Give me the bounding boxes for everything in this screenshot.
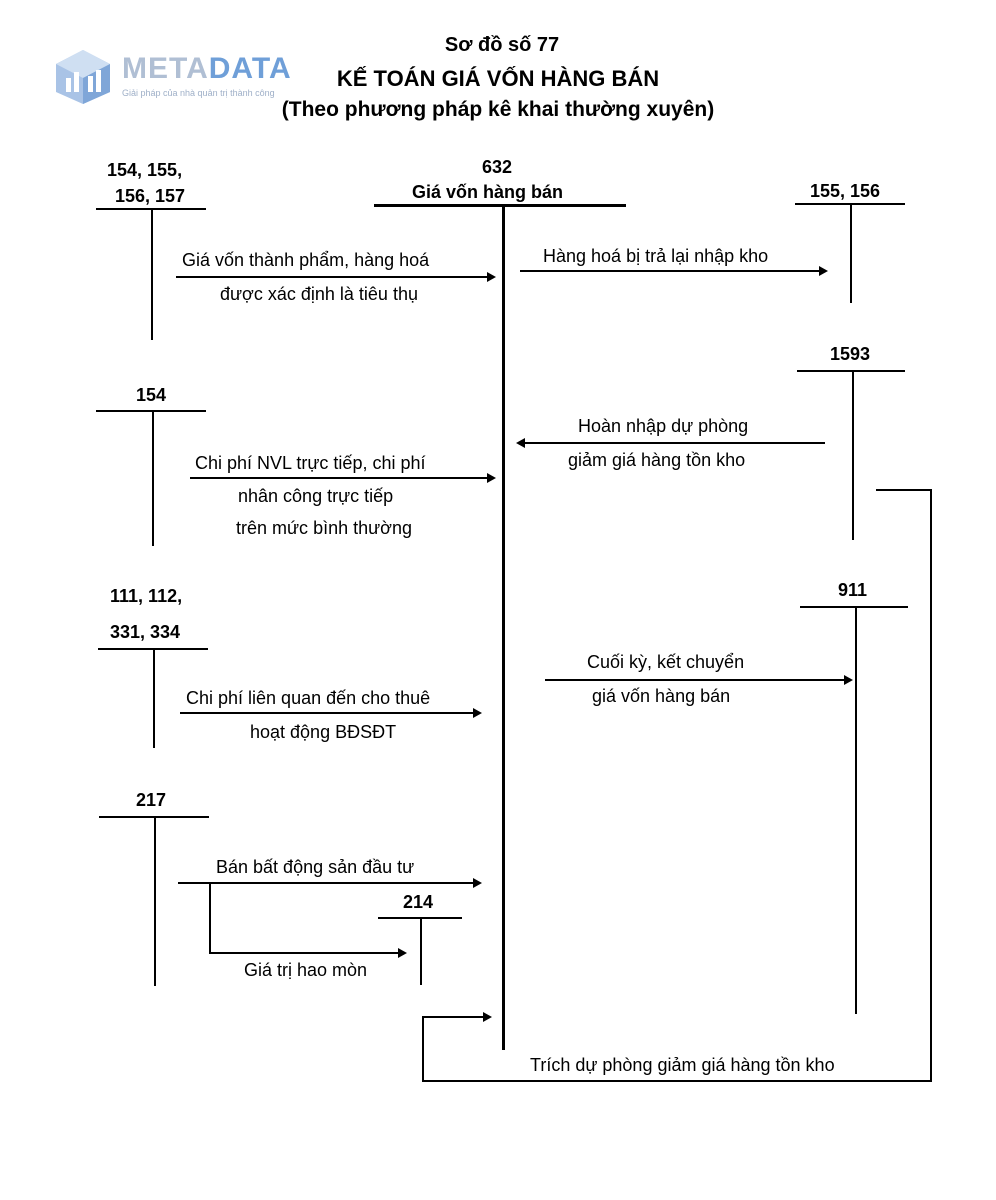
account-111-334-label-line1: 111, 112, (110, 586, 183, 606)
t-account-1593-top (797, 370, 905, 372)
flow-depreciation-label: Giá trị hao mòn (244, 960, 368, 980)
flow-depreciation-arrow (209, 948, 407, 958)
t-account-154-top (96, 410, 206, 412)
t-account-911-top (800, 606, 908, 608)
flow-investment-property-cost-label-1: Chi phí liên quan đến cho thuê (186, 688, 431, 708)
provision-loop-right (930, 489, 932, 1082)
account-217-label: 217 (136, 790, 167, 810)
diagram-title: KẾ TOÁN GIÁ VỐN HÀNG BÁN (336, 66, 660, 91)
t-account-632-top (374, 204, 626, 207)
provision-loop-top (876, 489, 930, 491)
flow-investment-property-cost-arrow (180, 708, 482, 718)
flow-reversal-provision-label-2: giảm giá hàng tồn kho (568, 450, 746, 470)
flow-closing-transfer-label-1: Cuối kỳ, kết chuyển (587, 652, 745, 672)
account-214-label: 214 (403, 892, 434, 912)
account-632-code: 632 (482, 157, 513, 177)
logo-wordmark: METADATA (122, 52, 292, 86)
account-154-157-label-line1: 154, 155, (107, 160, 183, 180)
flow-sell-investment-property-arrow (178, 878, 482, 888)
logo-word-data: DATA (208, 52, 292, 85)
provision-loop-left (422, 1016, 424, 1082)
t-account-155-156-stem (850, 203, 852, 303)
flow-abnormal-cost-arrow (190, 473, 496, 483)
account-111-334-label-line2: 331, 334 (110, 622, 181, 642)
flow-provision-label: Trích dự phòng giảm giá hàng tồn kho (530, 1055, 835, 1075)
provision-loop-bottom (422, 1080, 932, 1082)
flow-abnormal-cost-label-1: Chi phí NVL trực tiếp, chi phí (195, 453, 426, 473)
flow-abnormal-cost-label-2: nhân công trực tiếp (238, 486, 394, 506)
flow-closing-transfer-label-2: giá vốn hàng bán (592, 686, 731, 706)
t-account-154-157-stem (151, 208, 153, 340)
flow-investment-property-cost-label-2: hoạt động BĐSĐT (250, 722, 397, 742)
flow-reversal-provision-label-1: Hoàn nhập dự phòng (578, 416, 749, 436)
account-154-157-label-line2: 156, 157 (115, 186, 186, 206)
t-account-217-stem (154, 816, 156, 986)
metadata-logo: METADATA Giải pháp của nhà quản trị thàn… (52, 48, 302, 108)
t-account-154-stem (152, 410, 154, 546)
t-account-111-334-stem (153, 648, 155, 748)
flow-sell-investment-property-label: Bán bất động sản đầu tư (216, 857, 415, 877)
account-632-name: Giá vốn hàng bán (412, 182, 564, 202)
diagram-subtitle: (Theo phương pháp kê khai thường xuyên) (281, 98, 715, 121)
flow-returned-goods-arrow (520, 266, 828, 276)
t-account-911-stem (855, 606, 857, 1014)
logo-word-meta: META (122, 52, 209, 85)
flow-closing-transfer-arrow (545, 675, 853, 685)
t-account-1593-stem (852, 370, 854, 540)
account-1593-label: 1593 (830, 344, 871, 364)
account-911-label: 911 (838, 580, 868, 600)
flow-returned-goods-label: Hàng hoá bị trả lại nhập kho (543, 246, 769, 266)
flow-reversal-provision-arrow (516, 438, 825, 448)
account-155-156-label: 155, 156 (810, 181, 881, 201)
flow-abnormal-cost-label-3: trên mức bình thường (236, 518, 412, 538)
flow-cost-goods-sold-arrow (176, 272, 496, 282)
diagram-number: Sơ đồ số 77 (444, 34, 560, 56)
t-account-632-stem (502, 204, 505, 1050)
logo-cube-icon (56, 50, 110, 104)
flow-cost-goods-sold-label-1: Giá vốn thành phẩm, hàng hoá (182, 250, 430, 270)
account-154-label: 154 (136, 385, 167, 405)
t-account-214-stem (420, 917, 422, 985)
logo-tagline: Giải pháp của nhà quản trị thành công (122, 88, 275, 98)
flow-cost-goods-sold-label-2: được xác định là tiêu thụ (220, 284, 418, 304)
flow-depreciation-branch (209, 882, 211, 953)
provision-loop-arrow (422, 1012, 492, 1022)
